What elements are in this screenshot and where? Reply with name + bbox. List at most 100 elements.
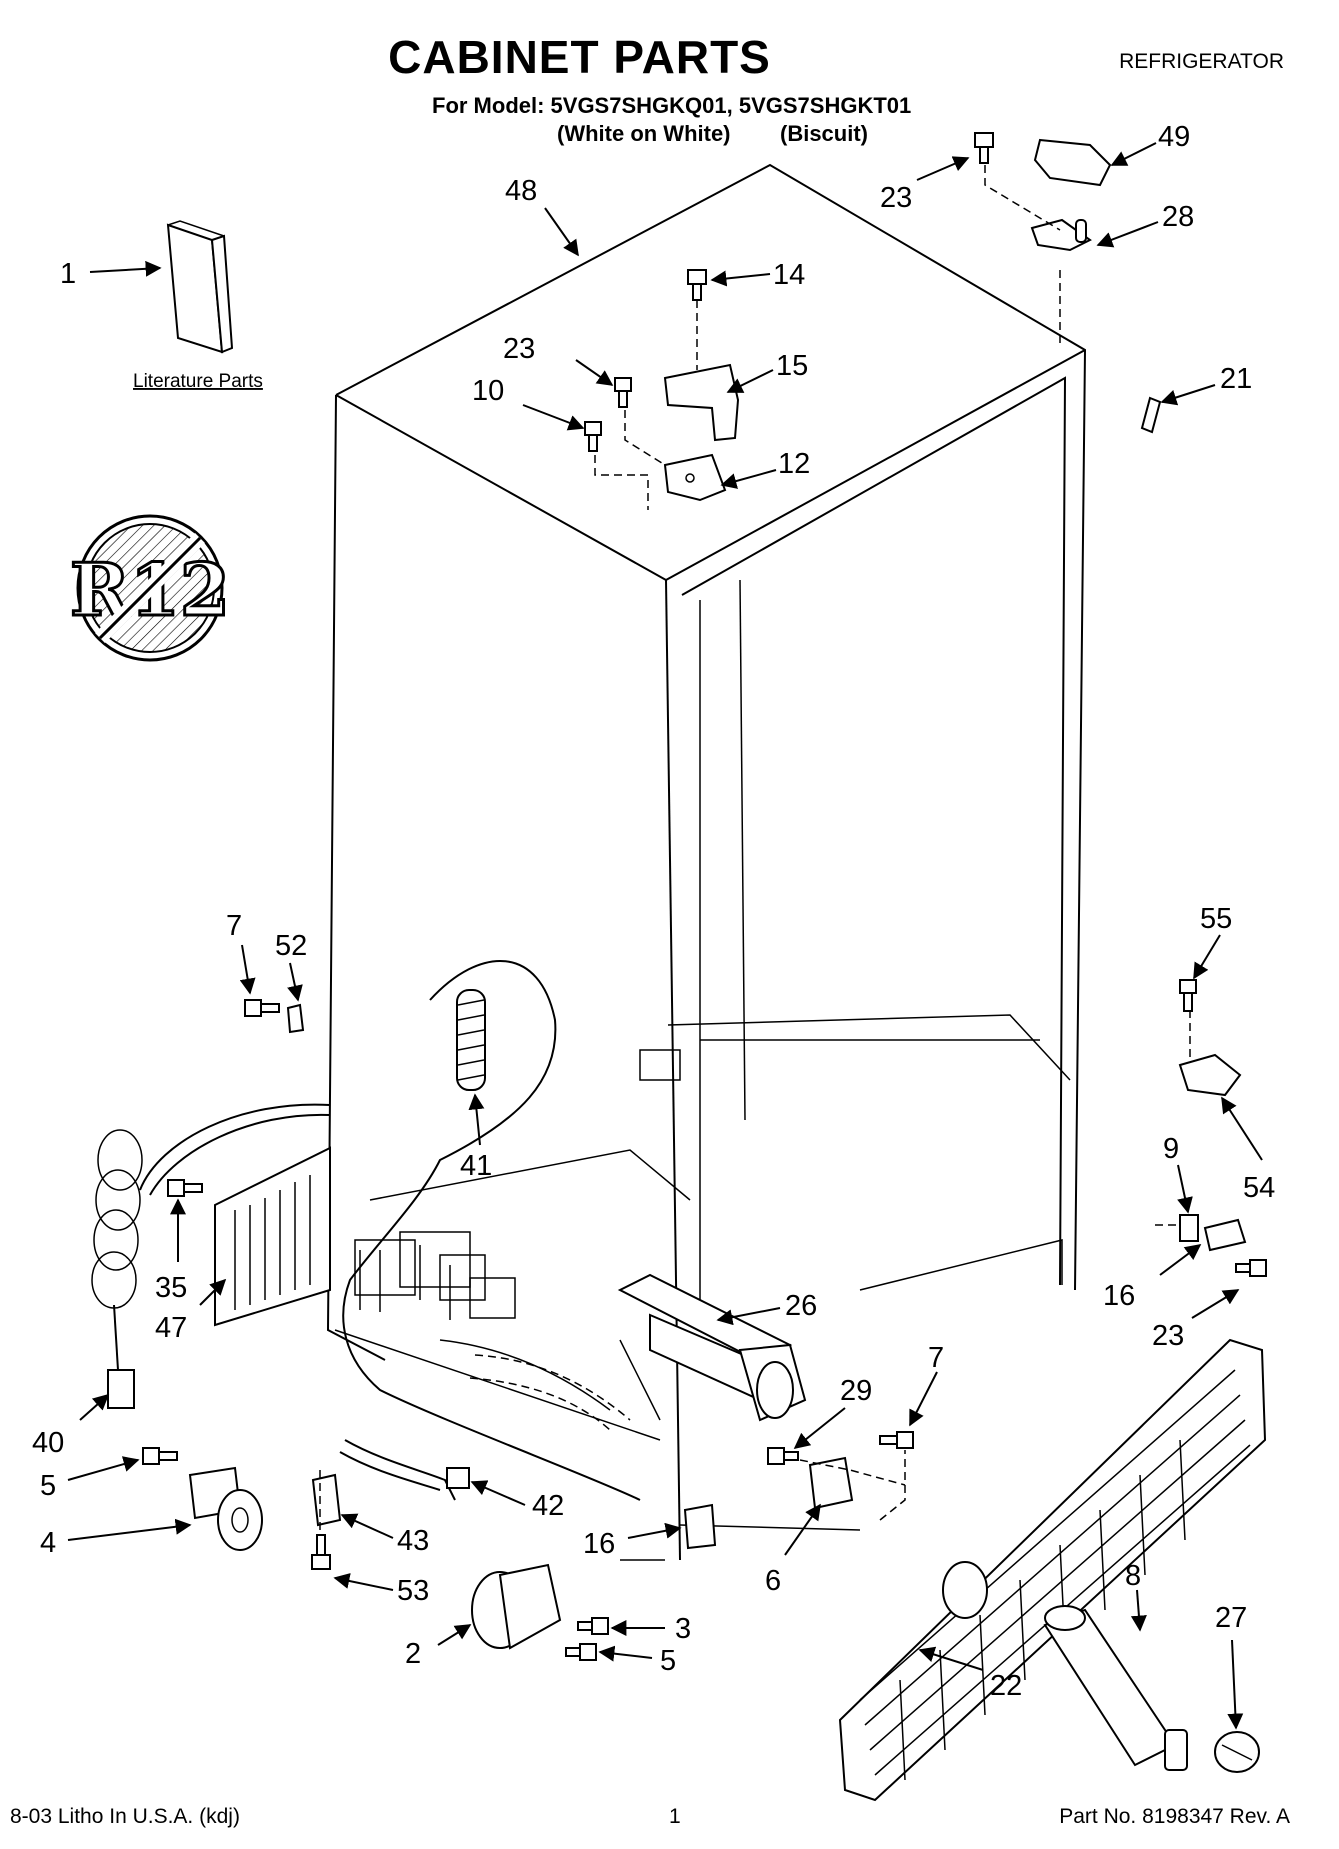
callout-23-top: 23 <box>880 156 970 214</box>
callout-15-label: 15 <box>776 350 808 382</box>
callout-2: 2 <box>405 1624 472 1670</box>
callout-22: 22 <box>918 1646 1022 1702</box>
bracket-16-right <box>1203 1218 1247 1252</box>
callout-49: 49 <box>1110 121 1190 166</box>
bracket-54 <box>1178 1053 1242 1097</box>
callout-23-top-label: 23 <box>880 182 912 214</box>
callout-15: 15 <box>726 350 808 393</box>
callout-42-label: 42 <box>532 1490 564 1522</box>
clip-43 <box>311 1473 342 1527</box>
callout-1: 1 <box>60 258 162 290</box>
callout-53-label: 53 <box>397 1575 429 1607</box>
callout-40: 40 <box>32 1393 110 1459</box>
callout-12-label: 12 <box>778 448 810 480</box>
callout-1-label: 1 <box>60 258 76 290</box>
callout-3-label: 3 <box>675 1613 691 1645</box>
callout-49-label: 49 <box>1158 121 1190 153</box>
path-screw-mid <box>624 410 666 466</box>
callout-12: 12 <box>720 448 810 489</box>
callout-52-label: 52 <box>275 930 307 962</box>
callout-26: 26 <box>716 1290 817 1326</box>
callout-48-label: 48 <box>505 175 537 207</box>
callout-23-mid-label: 23 <box>503 333 535 365</box>
base-grille-22 <box>838 1338 1267 1802</box>
screw-14 <box>687 269 707 301</box>
drain-tube-42 <box>339 1439 470 1501</box>
callout-16-bottom-label: 16 <box>583 1528 615 1560</box>
callout-35: 35 <box>155 1198 187 1304</box>
screw-7-left <box>244 999 280 1017</box>
page-title: CABINET PARTS <box>0 30 1339 84</box>
path-hinge-top <box>984 165 1061 231</box>
callout-48: 48 <box>505 175 579 257</box>
callout-9-label: 9 <box>1163 1133 1179 1165</box>
screw-23-right <box>1235 1259 1267 1277</box>
callout-55: 55 <box>1193 903 1232 980</box>
callout-8: 8 <box>1125 1560 1147 1632</box>
screw-29 <box>767 1447 799 1465</box>
drain-tube-26 <box>617 1273 807 1422</box>
model-line: For Model: 5VGS7SHGKQ01, 5VGS7SHGKT01 <box>432 93 912 118</box>
callout-14: 14 <box>710 259 805 291</box>
power-cord-40 <box>91 1103 331 1409</box>
path-screw-29 <box>799 1459 906 1486</box>
machine-compartment-cutaway <box>342 959 691 1501</box>
variant-biscuit: (Biscuit) <box>780 121 868 146</box>
callout-43: 43 <box>340 1513 429 1557</box>
callout-16-bottom: 16 <box>583 1522 682 1560</box>
callout-47: 47 <box>155 1278 227 1344</box>
callout-5-bottom-label: 5 <box>660 1645 676 1677</box>
literature-booklet <box>166 220 234 354</box>
roller-2 <box>471 1563 562 1650</box>
callout-23-right: 23 <box>1152 1289 1240 1352</box>
callout-9: 9 <box>1163 1133 1193 1214</box>
callout-54-label: 54 <box>1243 1172 1275 1204</box>
callout-8-label: 8 <box>1125 1560 1141 1592</box>
callout-6: 6 <box>765 1503 821 1597</box>
category-label: REFRIGERATOR <box>1119 50 1284 73</box>
callout-53: 53 <box>333 1573 429 1607</box>
callout-55-label: 55 <box>1200 903 1232 935</box>
screw-5-bottom <box>565 1643 597 1661</box>
screw-3 <box>577 1617 609 1635</box>
callout-7-right-label: 7 <box>928 1342 944 1374</box>
callout-52: 52 <box>275 930 307 1002</box>
path-screw-10 <box>594 455 649 510</box>
callout-22-label: 22 <box>990 1670 1022 1702</box>
callout-41: 41 <box>460 1093 492 1182</box>
hinge-cover-49 <box>1033 138 1112 187</box>
callout-27: 27 <box>1215 1602 1247 1730</box>
callout-40-label: 40 <box>32 1427 64 1459</box>
screw-55 <box>1179 979 1197 1012</box>
callout-23-right-label: 23 <box>1152 1320 1184 1352</box>
bracket-6 <box>808 1456 854 1510</box>
callout-10-label: 10 <box>472 375 504 407</box>
screw-10 <box>584 421 602 452</box>
hinge-part-15 <box>663 363 740 442</box>
callout-43-label: 43 <box>397 1525 429 1557</box>
callout-54: 54 <box>1221 1096 1275 1204</box>
callout-42: 42 <box>470 1480 564 1522</box>
callout-41-label: 41 <box>460 1150 492 1182</box>
callout-4: 4 <box>40 1518 192 1559</box>
callout-6-label: 6 <box>765 1565 781 1597</box>
callout-5-top-label: 5 <box>40 1470 56 1502</box>
footer-page-number: 1 <box>669 1805 681 1828</box>
callout-29-label: 29 <box>840 1375 872 1407</box>
coil-part-41 <box>456 989 486 1091</box>
roller-4 <box>188 1466 263 1551</box>
cabinet-body <box>326 163 1087 1561</box>
clip-part-21 <box>1140 396 1162 434</box>
callout-23-mid: 23 <box>503 333 614 386</box>
screw-23-mid <box>614 377 632 408</box>
callout-29: 29 <box>793 1375 872 1449</box>
hinge-part-28 <box>1030 218 1092 252</box>
water-filter-8 <box>1043 1605 1188 1771</box>
callout-5-bottom: 5 <box>598 1645 676 1677</box>
callout-4-label: 4 <box>40 1527 56 1559</box>
path-screw-7-right <box>879 1450 906 1521</box>
filter-cap-27 <box>1214 1731 1260 1773</box>
callout-28-label: 28 <box>1162 201 1194 233</box>
callout-2-label: 2 <box>405 1638 421 1670</box>
